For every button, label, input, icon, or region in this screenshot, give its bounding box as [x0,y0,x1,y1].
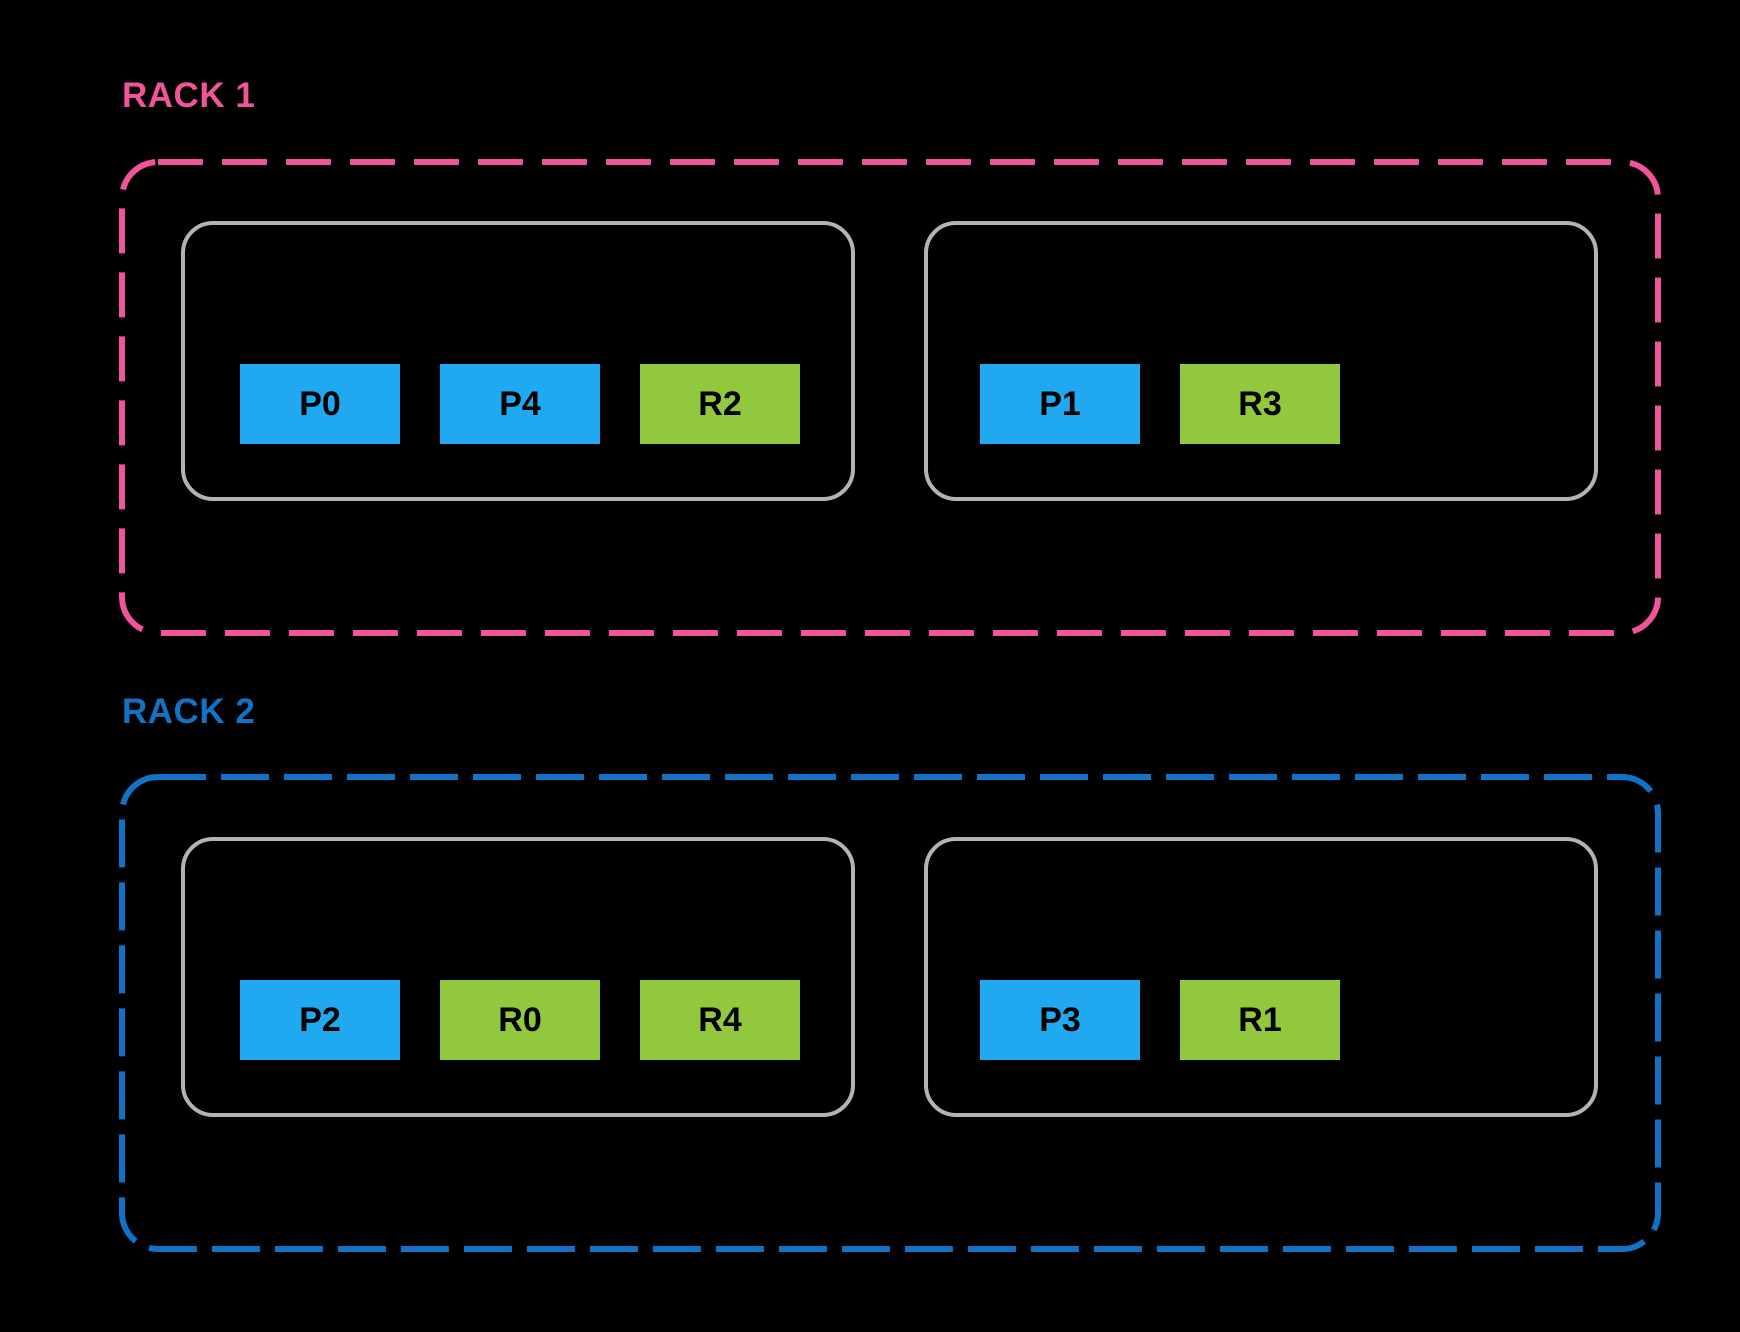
rack2-dashed-border [119,774,1661,1252]
block-r1: R1 [1180,980,1340,1060]
block-p1: P1 [980,364,1140,444]
rack2-host-2 [924,837,1598,1117]
rack1-dashed-border [119,159,1661,636]
rack1-host-2 [924,221,1598,501]
rack1-dashed-rect [119,159,1661,636]
block-p4: P4 [440,364,600,444]
block-p2: P2 [240,980,400,1060]
rack2-label: RACK 2 [122,692,256,731]
rack2-dashed-rect [119,774,1661,1252]
block-r3: R3 [1180,364,1340,444]
block-r0: R0 [440,980,600,1060]
block-p3: P3 [980,980,1140,1060]
block-p0: P0 [240,364,400,444]
rack1-host-1 [181,221,855,501]
block-r2: R2 [640,364,800,444]
block-r4: R4 [640,980,800,1060]
rack2-host-1 [181,837,855,1117]
rack1-label: RACK 1 [122,76,256,115]
